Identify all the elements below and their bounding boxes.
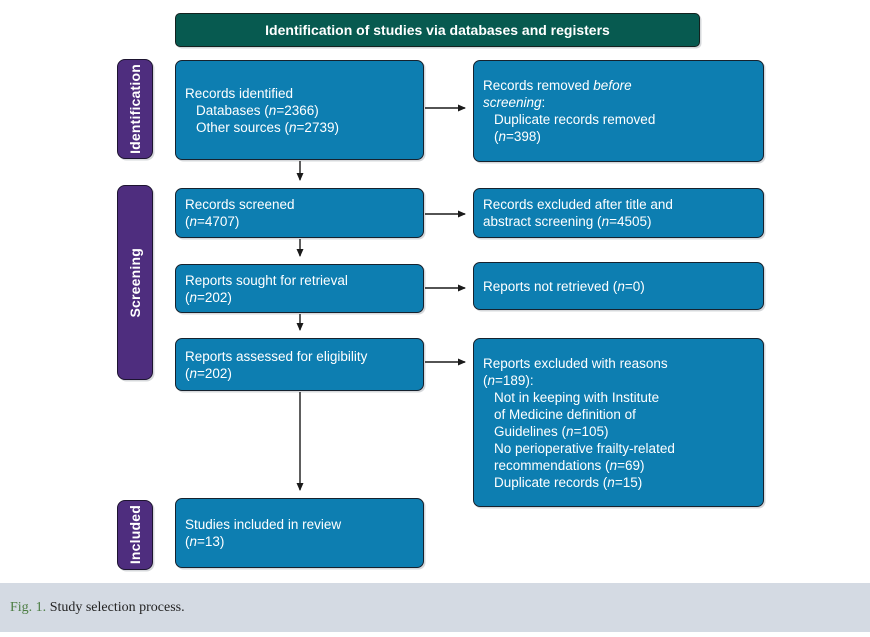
box-line: of Medicine definition of bbox=[494, 406, 636, 422]
box-records-screened: Records screened (n=4707) bbox=[175, 188, 424, 238]
box-line: (n=398) bbox=[494, 129, 541, 144]
box-line: Other sources (n=2739) bbox=[196, 119, 339, 135]
box-reports-assessed: Reports assessed for eligibility(n=202) bbox=[175, 338, 424, 391]
box-line: Records screened bbox=[185, 197, 295, 212]
figure-number-label: Fig. 1. bbox=[10, 599, 47, 615]
box-line: Reports not retrieved (n=0) bbox=[483, 278, 645, 294]
box-line: (n=13) bbox=[185, 534, 225, 549]
box-line: Records identified bbox=[185, 85, 294, 101]
diagram-header-label: Identification of studies via databases … bbox=[265, 22, 610, 38]
box-line: Duplicate records (n=15) bbox=[494, 474, 643, 490]
box-studies-included: Studies included in review (n=13) bbox=[175, 498, 424, 568]
box-line: Records removed before bbox=[483, 78, 632, 93]
stage-label-screening-text: Screening bbox=[127, 247, 143, 318]
diagram-header: Identification of studies via databases … bbox=[175, 13, 700, 47]
box-line: (n=189): bbox=[483, 372, 534, 388]
box-line: Not in keeping with Institute bbox=[494, 389, 660, 405]
box-records-removed: Records removed before screening: Duplicat… bbox=[473, 60, 764, 162]
box-line: Duplicate records removed bbox=[494, 112, 656, 127]
box-line: Reports assessed for eligibility bbox=[185, 348, 368, 364]
box-line: Databases (n=2366) bbox=[196, 102, 319, 118]
box-reports-sought: Reports sought for retrieval(n=202) bbox=[175, 264, 424, 313]
stage-label-screening: Screening bbox=[117, 185, 153, 380]
box-line: recommendations (n=69) bbox=[494, 457, 645, 473]
box-line: screening: bbox=[483, 95, 546, 110]
stage-label-included-text: Included bbox=[127, 505, 143, 565]
box-line: Studies included in review bbox=[185, 517, 342, 532]
figure-caption-bar: Fig. 1. Study selection process. bbox=[0, 583, 870, 632]
box-reports-not-retrieved: Reports not retrieved (n=0) bbox=[473, 262, 764, 310]
figure-caption-text: Study selection process. bbox=[46, 599, 185, 615]
box-reports-excluded: Reports excluded with reasons(n=189):Not… bbox=[473, 338, 764, 507]
box-records-excluded: Records excluded after title and abstract… bbox=[473, 188, 764, 238]
box-line: No perioperative frailty-related bbox=[494, 440, 675, 456]
stage-label-included: Included bbox=[117, 500, 153, 570]
figure-caption: Fig. 1. Study selection process. bbox=[10, 600, 185, 616]
stage-label-identification-text: Identification bbox=[127, 64, 143, 154]
stage-label-identification: Identification bbox=[117, 59, 153, 159]
box-line: abstract screening (n=4505) bbox=[483, 214, 652, 229]
box-line: (n=202) bbox=[185, 289, 232, 305]
box-line: Reports excluded with reasons bbox=[483, 355, 668, 371]
box-line: Reports sought for retrieval bbox=[185, 272, 348, 288]
box-line: Guidelines (n=105) bbox=[494, 423, 609, 439]
box-line: (n=202) bbox=[185, 365, 232, 381]
box-line: Records excluded after title and bbox=[483, 197, 673, 212]
box-line: (n=4707) bbox=[185, 214, 240, 229]
